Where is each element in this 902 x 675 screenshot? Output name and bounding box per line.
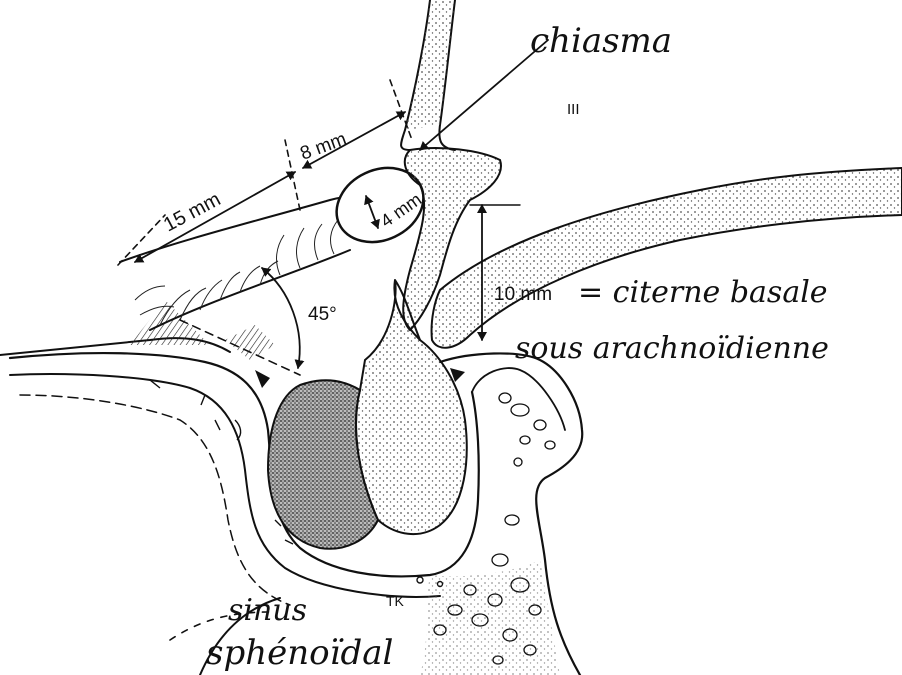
nerve-iii-label: III <box>567 101 580 118</box>
chiasma-label: chiasma <box>530 21 672 61</box>
dim-8mm-label: 8 mm <box>298 129 350 165</box>
angle-45deg <box>180 268 300 375</box>
sinus-label-line2: sphénoïdal <box>206 633 393 673</box>
basal-cistern-membrane <box>432 168 902 348</box>
sinus-label-line1: sinus <box>228 593 307 628</box>
citerne-label-line1: = citerne basale <box>578 275 828 310</box>
dim-10mm-label: 10 mm <box>494 284 552 305</box>
citerne-label-line2: sous arachnoïdienne <box>515 331 829 366</box>
angle-45-label: 45° <box>308 304 337 325</box>
signature-initials: TK <box>386 593 405 609</box>
